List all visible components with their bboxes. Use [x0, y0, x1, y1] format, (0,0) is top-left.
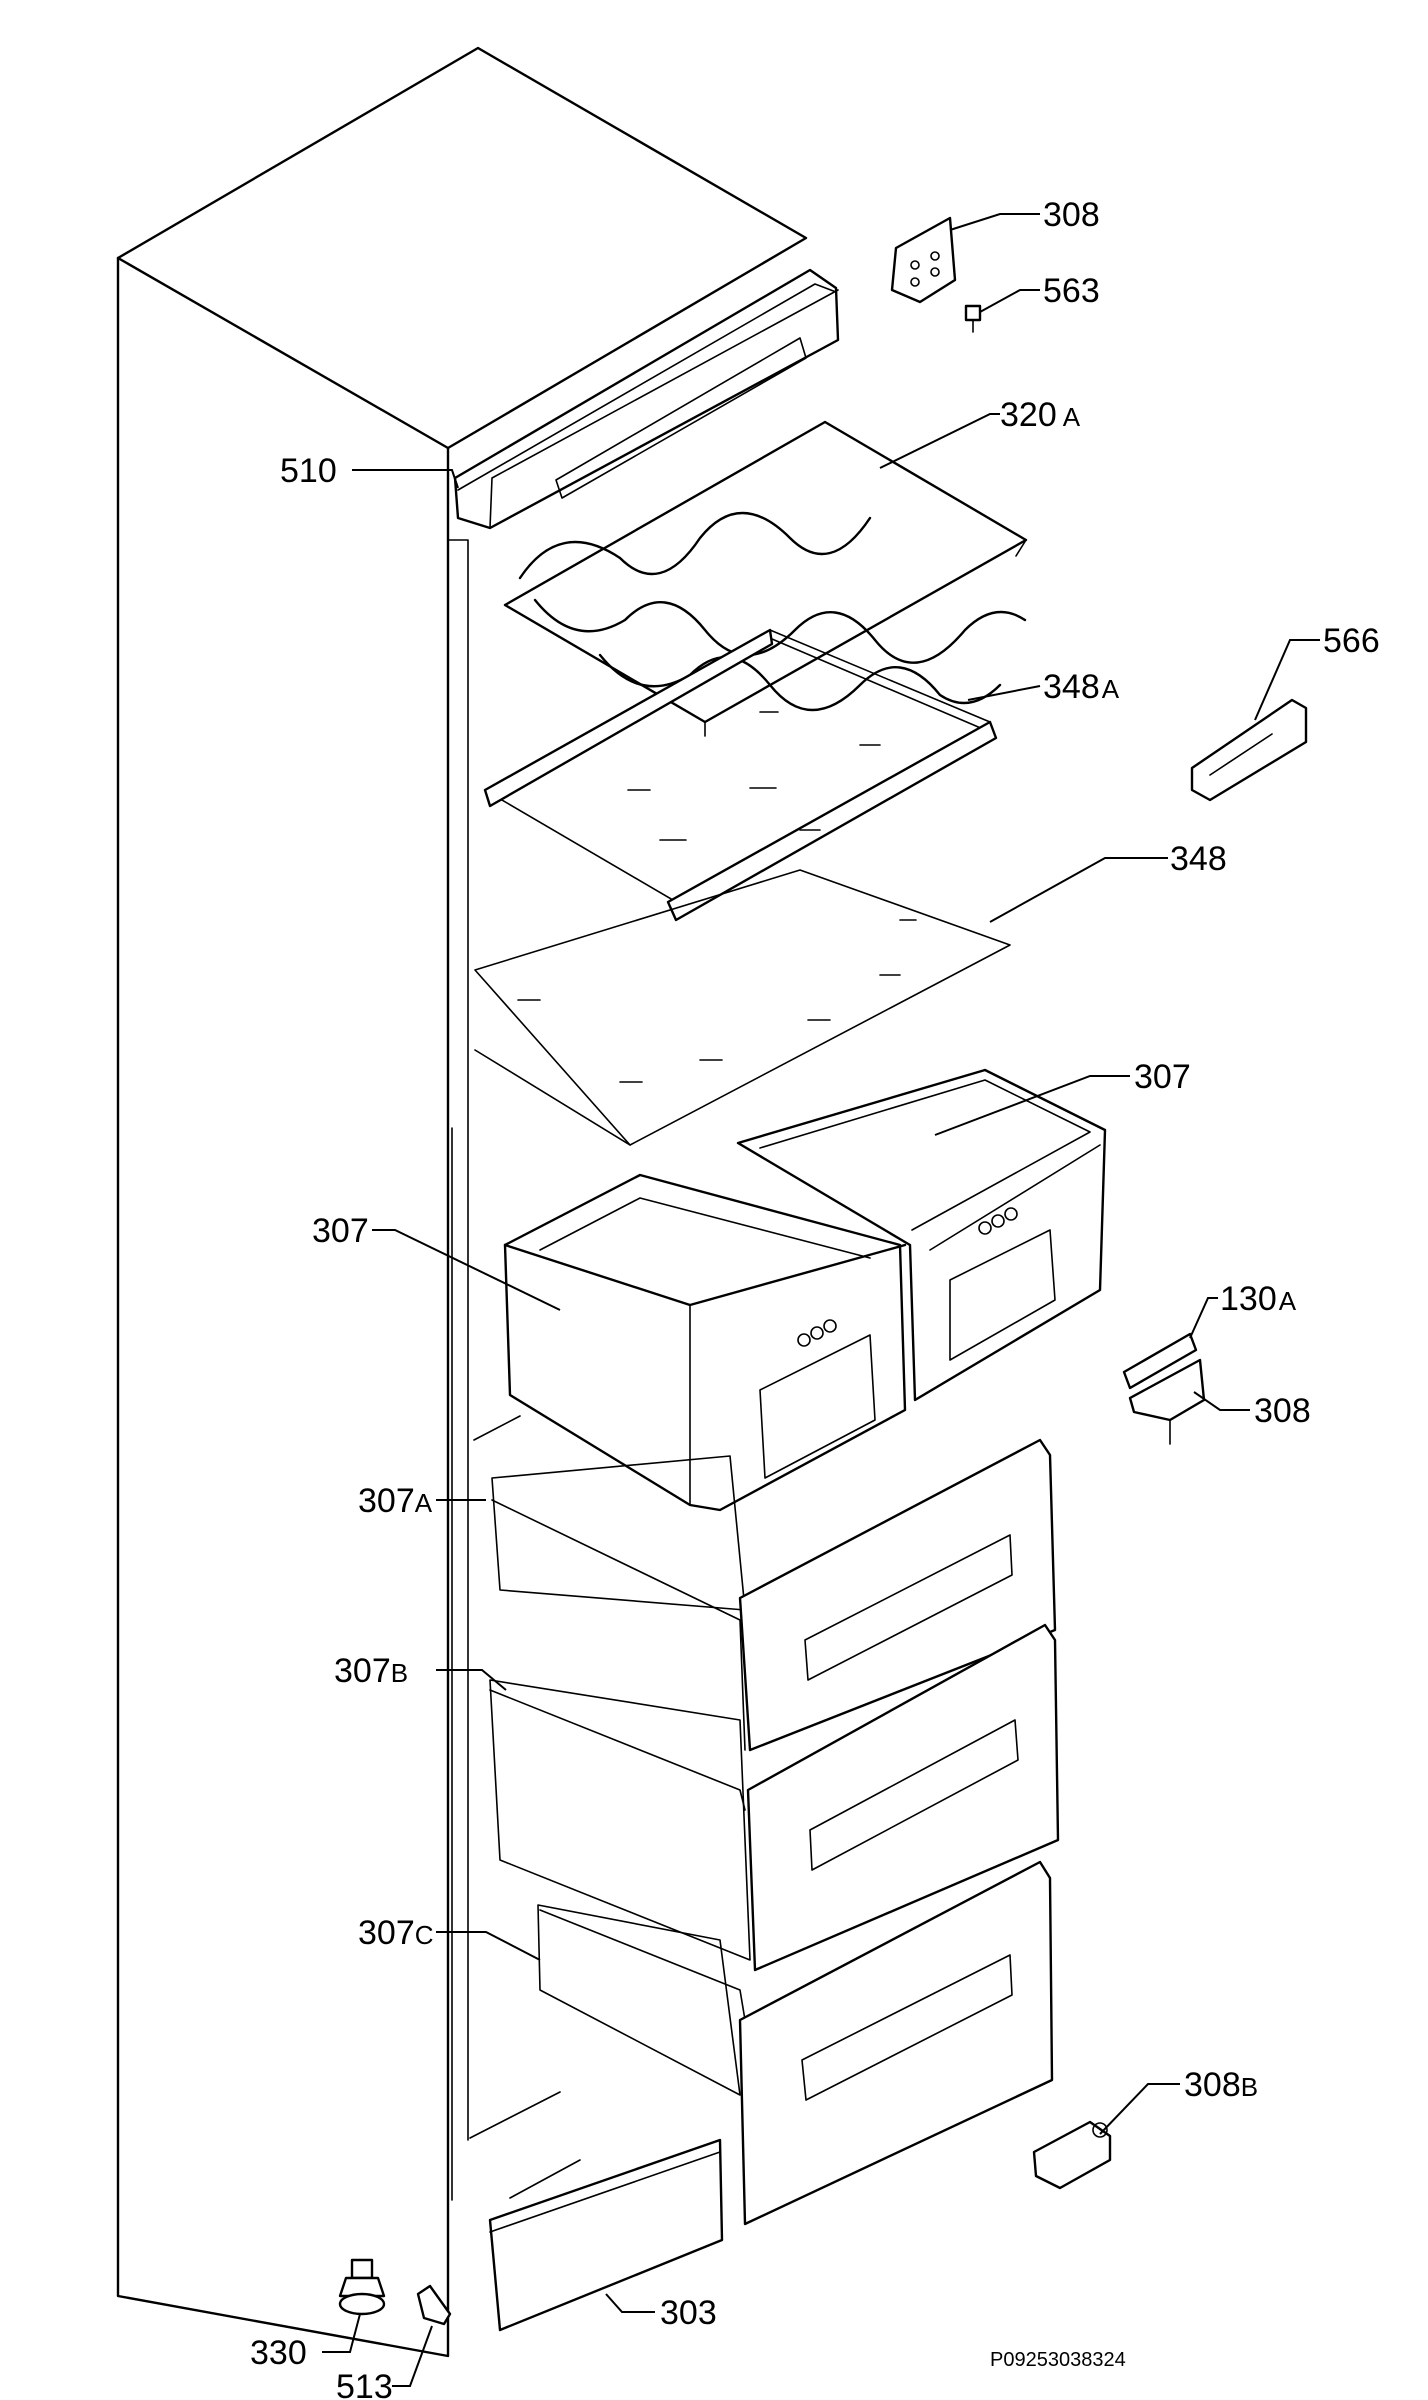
- control-panel-part: [453, 268, 840, 530]
- label-348A: 348A: [1043, 668, 1120, 706]
- freezer-drawer-a-part: [491, 1438, 1057, 1752]
- diagram-code: P09253038324: [990, 2349, 1126, 2371]
- bottom-hinge-part: [1032, 2120, 1112, 2190]
- bracket-566-part: [1190, 698, 1308, 802]
- label-563: 563: [1043, 272, 1100, 310]
- label-308B: 308B: [1184, 2066, 1258, 2104]
- label-566: 566: [1323, 622, 1380, 660]
- leader-lines: [322, 213, 1320, 2387]
- label-510: 510: [280, 452, 337, 490]
- kick-plate-part: [488, 2138, 724, 2332]
- top-hinge-part: [890, 216, 957, 304]
- label-303: 303: [660, 2294, 717, 2332]
- glass-shelf-with-trim-part: [483, 628, 998, 922]
- label-307B: 307B: [334, 1652, 408, 1690]
- label-307-left: 307: [312, 1212, 369, 1250]
- middle-hinge-part: [1122, 1332, 1206, 1445]
- label-307-right: 307: [1134, 1058, 1191, 1096]
- freezer-drawer-b-part: [489, 1623, 1060, 1972]
- screw-part: [964, 304, 982, 333]
- label-307C: 307C: [358, 1914, 434, 1952]
- adjustable-foot-part: [338, 2258, 386, 2316]
- cabinet-body: [116, 46, 808, 2358]
- glass-shelf-part: [474, 869, 1011, 1146]
- crisper-drawers-pair-part: [503, 1068, 1107, 1512]
- label-513: 513: [336, 2368, 393, 2400]
- label-308-top: 308: [1043, 196, 1100, 234]
- label-308-mid: 308: [1254, 1392, 1311, 1430]
- label-330: 330: [250, 2334, 307, 2372]
- freezer-drawer-c-part: [537, 1860, 1054, 2226]
- clip-513-part: [416, 2284, 452, 2326]
- label-348: 348: [1170, 840, 1227, 878]
- label-307A: 307A: [358, 1482, 433, 1520]
- label-130A: 130A: [1220, 1280, 1297, 1318]
